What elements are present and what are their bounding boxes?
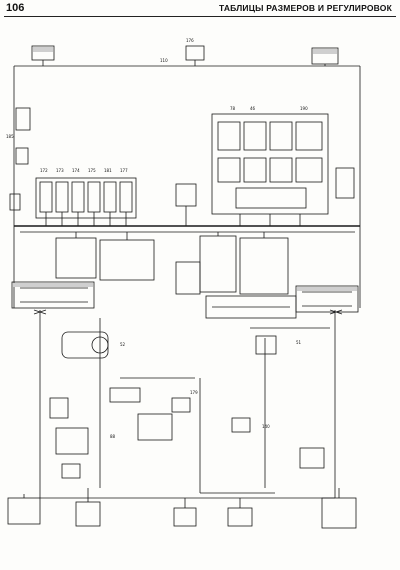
- callout-177: 177: [120, 168, 128, 173]
- control-module: [137, 413, 173, 441]
- relay-lower-right: [255, 335, 277, 355]
- callout-52: 52: [120, 342, 126, 347]
- left-switch: [15, 147, 29, 165]
- switch-unit-left: [49, 397, 69, 419]
- page-header: 106 ТАБЛИЦЫ РАЗМЕРОВ И РЕГУЛИРОВОК: [0, 0, 400, 17]
- callout-173: 173: [56, 168, 64, 173]
- fuse-row-left: [39, 181, 133, 213]
- callout-175: 175: [88, 168, 96, 173]
- callout-88: 88: [110, 434, 116, 439]
- callout-185: 185: [6, 134, 14, 139]
- lower-mid-run: [199, 378, 275, 494]
- harness-block-1: [55, 237, 97, 279]
- fan-relay: [109, 387, 141, 403]
- callout-172: 172: [40, 168, 48, 173]
- sensor-unit-left: [55, 427, 89, 455]
- bottom-connector-2: [75, 501, 101, 527]
- connector-right-edge: [335, 167, 355, 199]
- callout-174: 174: [72, 168, 80, 173]
- connector-mid: [175, 183, 197, 207]
- wiring-diagram: 110 176 172 173 174 175 181 177 78 46 190 185 52 51 14…: [6, 38, 361, 529]
- junction-left: [33, 309, 47, 315]
- callout-110: 110: [160, 58, 168, 63]
- fuse-lower-mid: [231, 417, 251, 433]
- callout-179: 179: [190, 390, 198, 395]
- sensor-mid-lower: [171, 397, 191, 413]
- bottom-connector-1: [7, 497, 41, 525]
- callout-78: 78: [230, 106, 236, 111]
- harness-block-4: [239, 237, 289, 295]
- callout-181: 181: [104, 168, 112, 173]
- bottom-connector-4: [227, 507, 253, 527]
- connector-lower-left: [61, 463, 81, 479]
- connector-lower-right: [299, 447, 325, 469]
- left-relay: [15, 107, 31, 131]
- motor-unit: [61, 331, 109, 359]
- header-rule: [4, 16, 396, 17]
- page-number: 106: [6, 2, 25, 14]
- harness-block-3: [199, 235, 237, 293]
- connector-top-mid: [185, 45, 205, 61]
- callout-51: 51: [296, 340, 302, 345]
- junction-right: [329, 309, 343, 315]
- right-branch: [250, 327, 330, 488]
- relay-grid-right: [217, 121, 323, 209]
- callout-190: 190: [300, 106, 308, 111]
- callout-140: 140: [262, 424, 270, 429]
- fuse-block-left: [35, 177, 137, 219]
- section-title: ТАБЛИЦЫ РАЗМЕРОВ И РЕГУЛИРОВОК: [218, 3, 392, 13]
- bottom-connector-5: [321, 497, 357, 529]
- callout-46: 46: [250, 106, 256, 111]
- lower-branch: [99, 318, 195, 488]
- harness-block-5: [175, 261, 201, 295]
- harness-block-2: [99, 239, 155, 281]
- multipin-connector-right: [295, 285, 359, 313]
- multipin-connector-left: [11, 281, 95, 309]
- motor-circle: [91, 336, 109, 354]
- callout-176: 176: [186, 38, 194, 43]
- left-sensor: [9, 193, 21, 211]
- bottom-connector-3: [173, 507, 197, 527]
